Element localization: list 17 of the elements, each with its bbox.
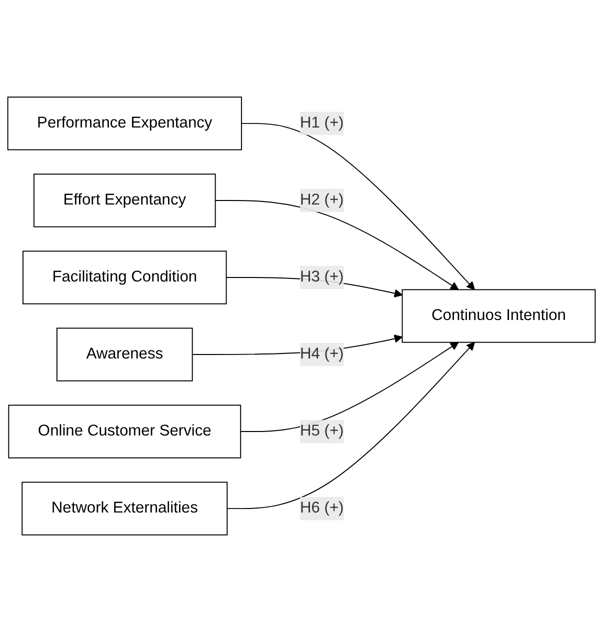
edge-label: H1 (+) (300, 114, 344, 132)
node-box: Effort Expentancy (33, 174, 216, 228)
arrow (240, 342, 459, 432)
edge-label: H3 (+) (300, 268, 344, 286)
node-box: Network Externalities (22, 482, 228, 536)
edge-label: H4 (+) (300, 346, 344, 362)
arrow (226, 342, 475, 510)
node-box: Facilitating Condition (22, 250, 227, 304)
arrow (240, 122, 475, 290)
edge-label: H2 (+) (300, 192, 344, 208)
arrow (214, 200, 459, 290)
node-box: Online Customer Service (8, 404, 242, 458)
edge-label: H6 (+) (300, 500, 344, 516)
node-box: Awareness (56, 328, 193, 382)
node-box: Performance Expentancy (7, 96, 242, 150)
node-box: Continuos Intention (402, 289, 596, 343)
edge-label: H5 (+) (300, 422, 344, 440)
